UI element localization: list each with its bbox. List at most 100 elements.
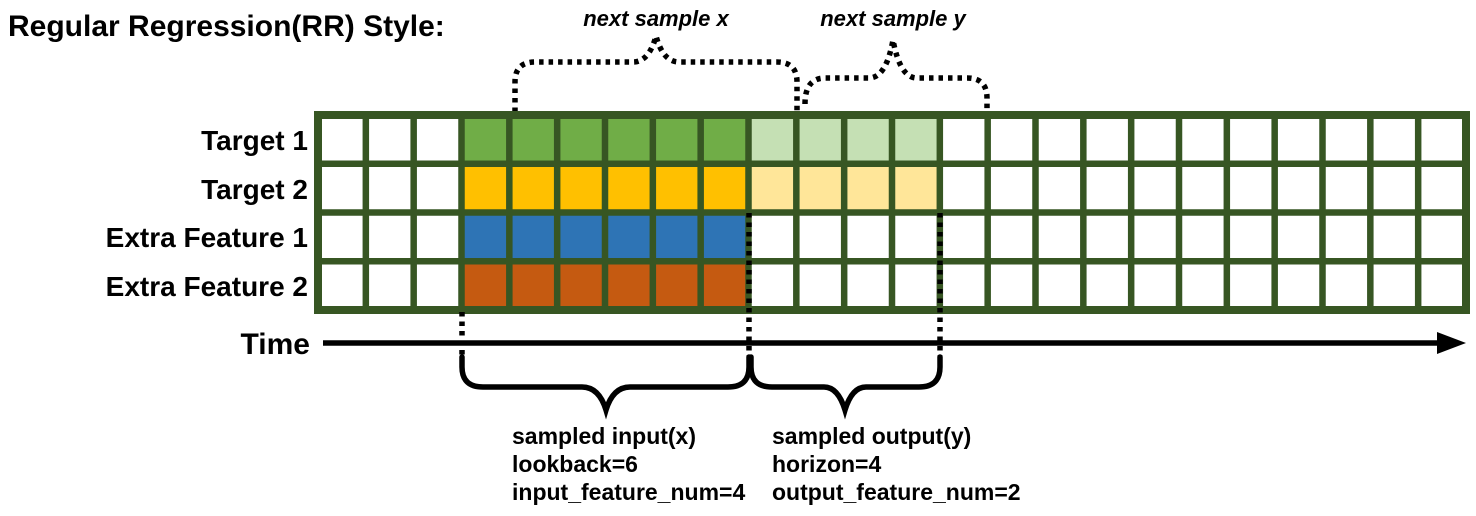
grid-cell <box>1226 163 1275 213</box>
grid-cell <box>1035 163 1084 213</box>
grid-cell <box>939 115 988 164</box>
grid-cell <box>844 261 892 310</box>
grid-cell <box>1035 212 1084 262</box>
grid-cell <box>700 212 749 262</box>
grid-cell <box>461 212 510 262</box>
grid-cell <box>605 163 653 213</box>
grid-cell <box>987 212 1036 262</box>
grid-cell <box>1035 261 1084 310</box>
grid-cell <box>1322 163 1371 213</box>
grid-cell <box>509 163 558 213</box>
grid-cell <box>605 115 653 164</box>
output-feature-num-value: output_feature_num=2 <box>772 479 1021 505</box>
next-sample-x-label: next sample x <box>583 6 729 31</box>
grid-cell <box>1179 261 1227 310</box>
grid-cell <box>1274 261 1323 310</box>
grid-cell <box>365 115 414 164</box>
grid-cell <box>1322 212 1371 262</box>
grid-cell <box>844 163 892 213</box>
grid-cell <box>413 261 462 310</box>
grid-cell <box>652 261 701 310</box>
horizon-value: horizon=4 <box>772 451 881 477</box>
lookback-value: lookback=6 <box>512 451 638 477</box>
grid-cell <box>1322 261 1371 310</box>
grid-cell <box>652 163 701 213</box>
next-sample-x-brace <box>512 25 800 112</box>
grid-cell <box>796 261 845 310</box>
grid-cell <box>1226 212 1275 262</box>
grid-cell <box>509 261 558 310</box>
grid-cell <box>892 212 940 262</box>
grid-cell <box>700 261 749 310</box>
grid-cell <box>939 261 988 310</box>
grid-cell <box>318 115 366 164</box>
grid-cell <box>413 163 462 213</box>
grid-cell <box>748 261 797 310</box>
time-axis-arrowhead-icon <box>1437 332 1466 354</box>
grid-cell <box>796 163 845 213</box>
row-label-target-2: Target 2 <box>201 174 308 205</box>
grid-cell <box>1370 115 1419 164</box>
grid-cell <box>700 163 749 213</box>
grid-cell <box>987 261 1036 310</box>
grid-cell <box>413 115 462 164</box>
row-label-extra-feature-2: Extra Feature 2 <box>106 271 308 302</box>
grid-cell <box>1418 115 1466 164</box>
grid-cell <box>844 212 892 262</box>
row-label-extra-feature-1: Extra Feature 1 <box>106 222 308 253</box>
page-title: Regular Regression(RR) Style: <box>8 10 445 43</box>
grid-cell <box>1370 261 1419 310</box>
grid-cell <box>461 261 510 310</box>
grid-cell <box>748 212 797 262</box>
grid-cell <box>557 212 605 262</box>
grid-cell <box>1226 261 1275 310</box>
input-feature-num-value: input_feature_num=4 <box>512 479 745 505</box>
grid-cell <box>605 261 653 310</box>
grid-cell <box>748 115 797 164</box>
grid-cell <box>1131 212 1179 262</box>
sampled-input-title: sampled input(x) <box>512 423 696 449</box>
grid-cell <box>1418 163 1466 213</box>
grid-cell <box>939 163 988 213</box>
grid-cell <box>318 163 366 213</box>
grid-cell <box>1370 212 1419 262</box>
grid-cell <box>796 212 845 262</box>
grid-cell <box>1083 115 1132 164</box>
grid-cell <box>748 163 797 213</box>
grid-cell <box>1131 163 1179 213</box>
grid-cell <box>1035 115 1084 164</box>
grid-cell <box>365 212 414 262</box>
grid-cell <box>1179 212 1227 262</box>
grid-cell <box>892 163 940 213</box>
grid-cell <box>1131 115 1179 164</box>
grid-cell <box>987 163 1036 213</box>
sampled-output-brace <box>748 354 943 420</box>
grid-cell <box>509 212 558 262</box>
grid-cell <box>652 115 701 164</box>
sampled-output-annotation: sampled output(y) horizon=4 output_featu… <box>772 423 1021 505</box>
grid-cell <box>461 163 510 213</box>
next-sample-y-brace <box>802 39 990 112</box>
grid-cell <box>844 115 892 164</box>
grid-cell <box>1179 163 1227 213</box>
grid-cell <box>1083 212 1132 262</box>
grid-cell <box>605 212 653 262</box>
grid-cell <box>1274 212 1323 262</box>
next-sample-y-label: next sample y <box>820 6 967 31</box>
grid-cell <box>1418 261 1466 310</box>
grid-cell <box>987 115 1036 164</box>
grid-cell <box>557 261 605 310</box>
grid-cell <box>700 115 749 164</box>
grid-cell <box>1274 115 1323 164</box>
grid-cell <box>318 261 366 310</box>
grid-cell <box>1274 163 1323 213</box>
grid-cell <box>365 163 414 213</box>
grid-cell <box>796 115 845 164</box>
grid-cell <box>652 212 701 262</box>
grid-cell <box>509 115 558 164</box>
sampled-output-title: sampled output(y) <box>772 423 971 449</box>
grid-cell <box>557 115 605 164</box>
grid-cells <box>318 115 1466 310</box>
